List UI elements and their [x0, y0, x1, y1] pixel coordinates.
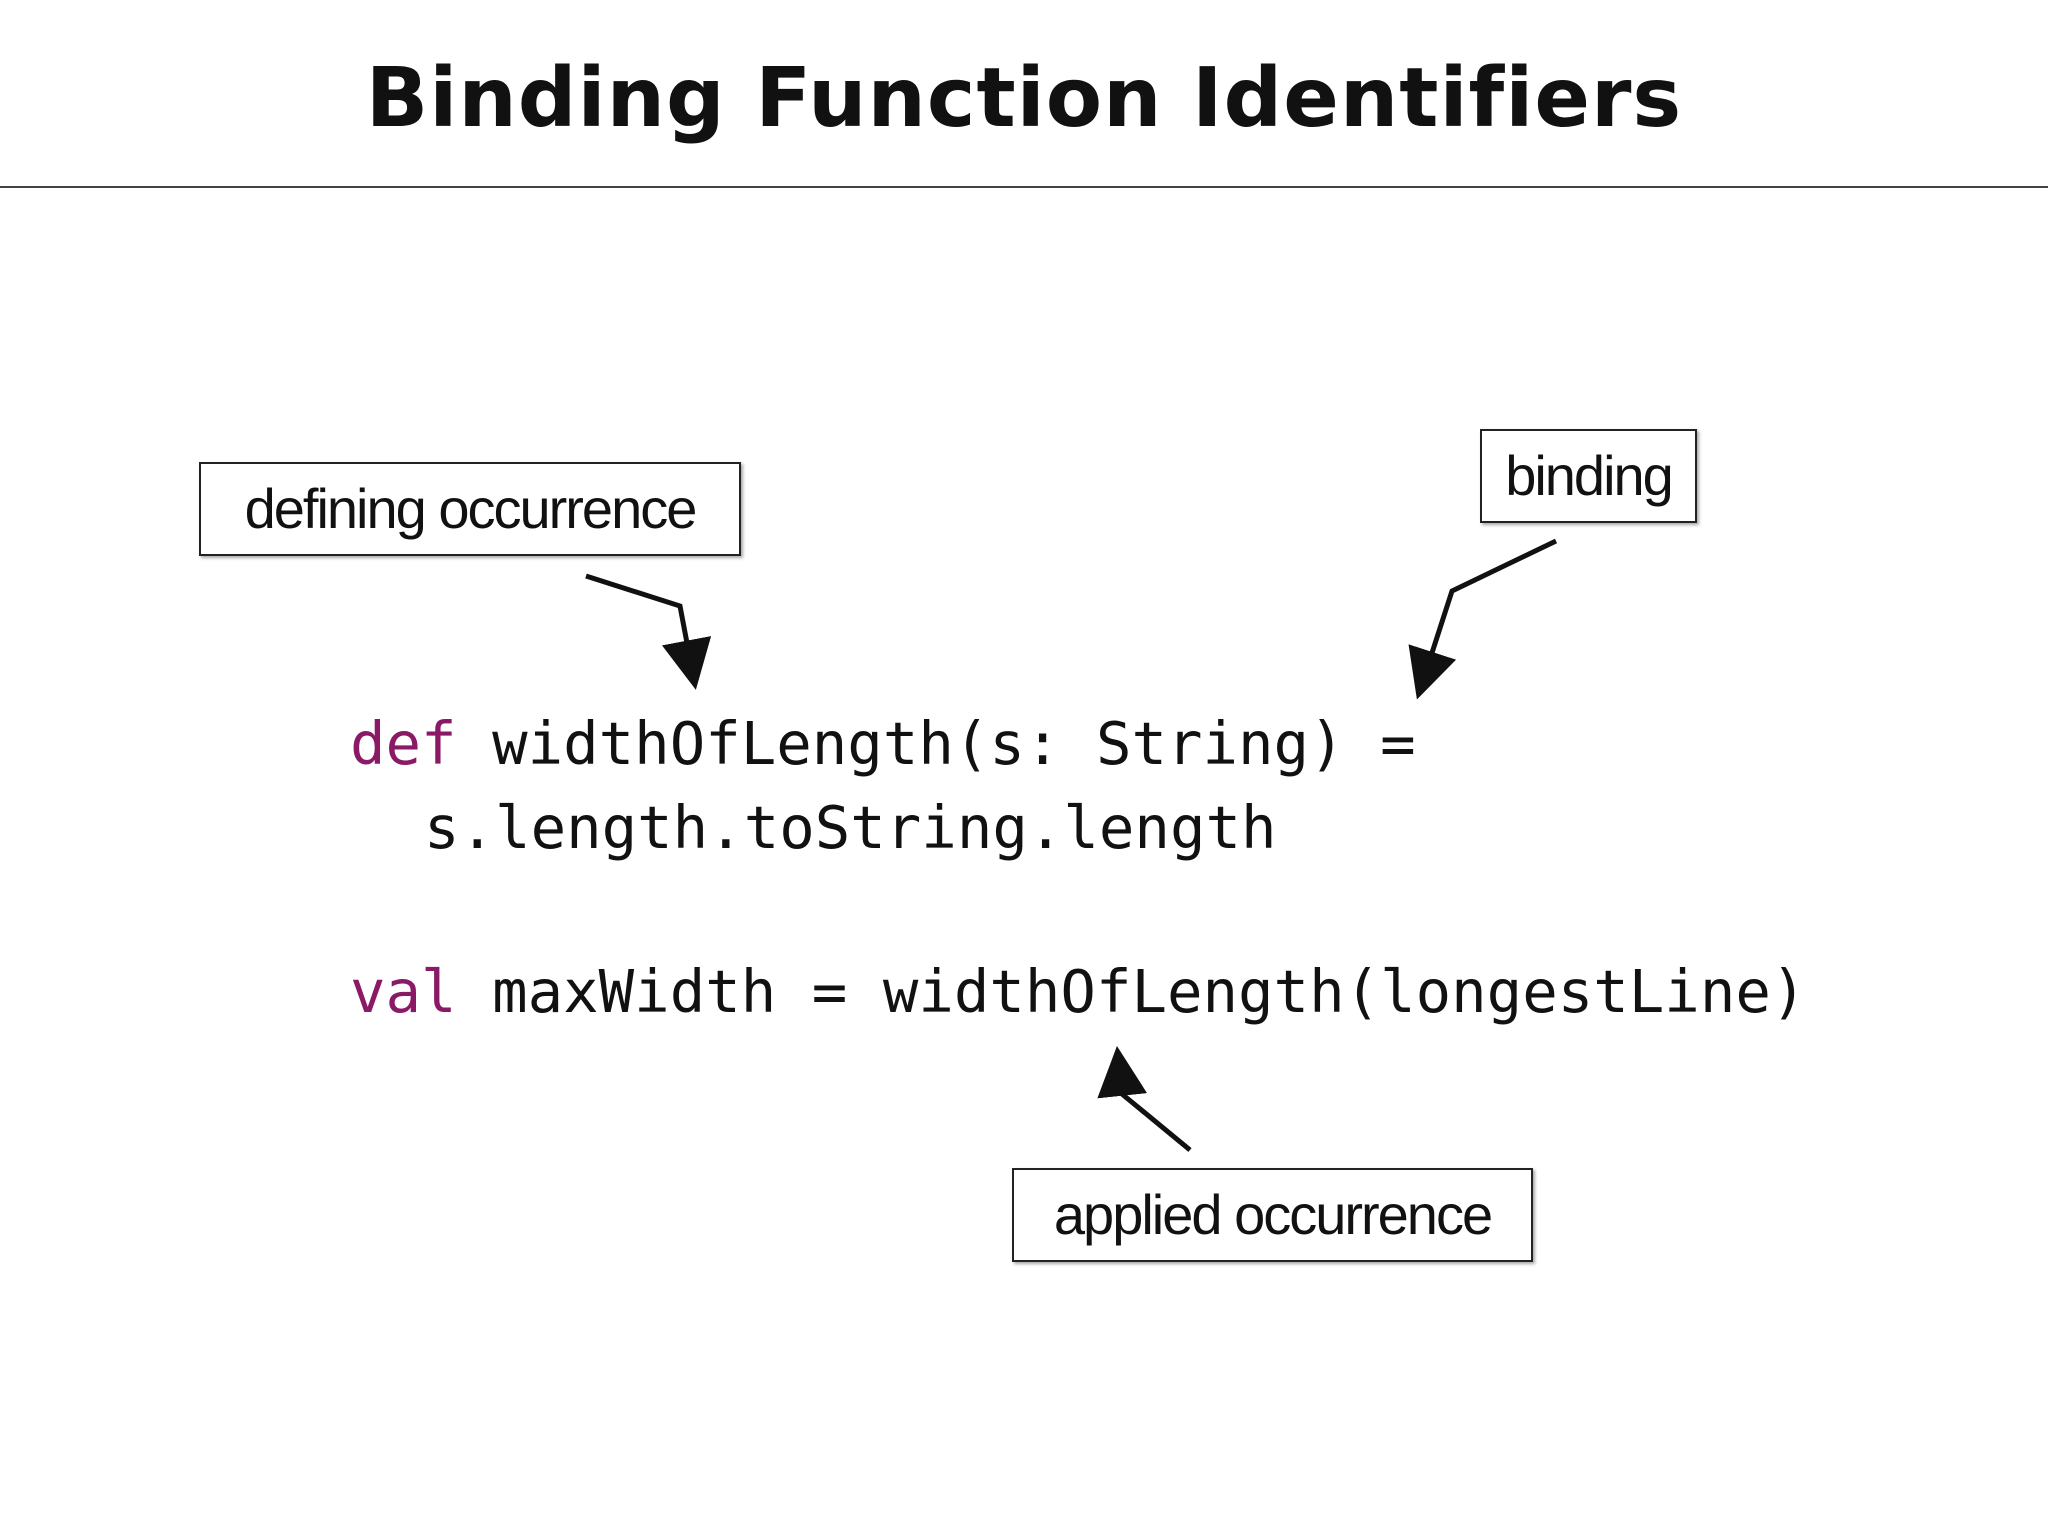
keyword-val: val [350, 957, 457, 1026]
code-line-val: val maxWidth = widthOfLength(longestLine… [350, 952, 1806, 1032]
binding-callout: binding [1480, 429, 1697, 523]
defining-occurrence-callout: defining occurrence [199, 462, 741, 556]
code-def-body: widthOfLength(s: String) = [456, 709, 1416, 778]
binding-arrow [1408, 538, 1558, 700]
keyword-def: def [350, 709, 457, 778]
slide-title: Binding Function Identifiers [365, 51, 1683, 146]
applied-occurrence-arrow [1097, 1046, 1192, 1152]
title-divider [0, 186, 2048, 188]
code-val-body: maxWidth = widthOfLength(longestLine) [456, 957, 1807, 1026]
applied-occurrence-callout: applied occurrence [1012, 1168, 1533, 1262]
code-line-def: def widthOfLength(s: String) = [350, 704, 1416, 784]
defining-occurrence-arrow [585, 573, 712, 690]
code-line-body: s.length.toString.length [424, 793, 1277, 862]
